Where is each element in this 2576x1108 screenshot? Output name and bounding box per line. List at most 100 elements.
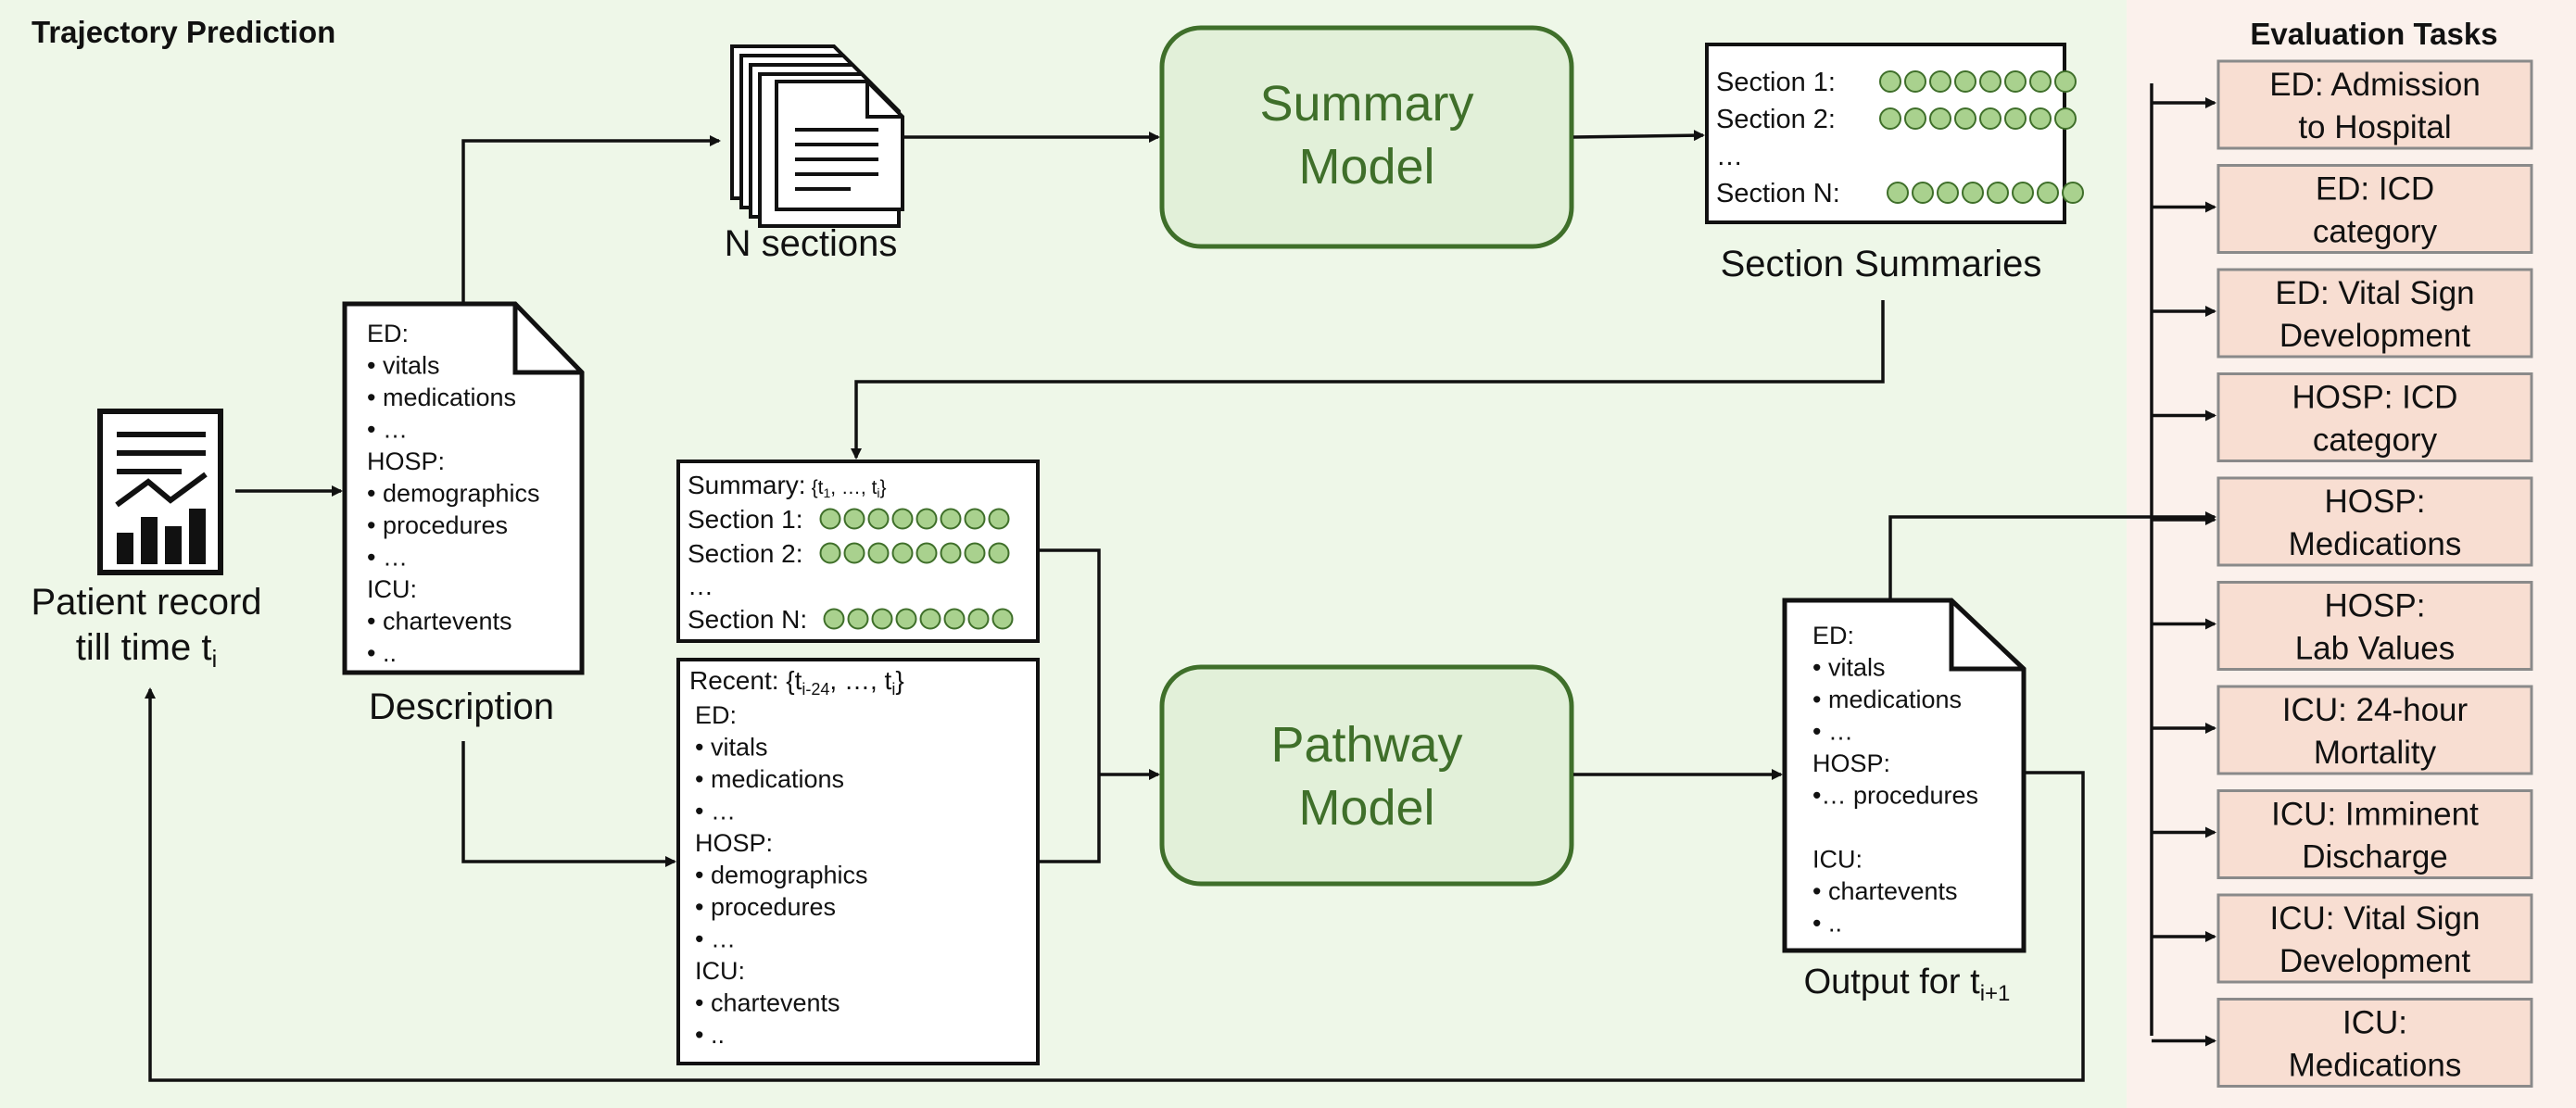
recent-box-title: Recent: {ti-24, …, ti} xyxy=(689,666,904,699)
description-line: ICU: xyxy=(367,575,417,603)
evaluation-task-box xyxy=(2216,893,2533,984)
summary-dot xyxy=(819,508,841,530)
recent-box-line: ED: xyxy=(695,701,737,729)
evaluation-task-label: Medications xyxy=(2289,526,2462,562)
patient-record-label-line2: till time ti xyxy=(76,627,217,673)
evaluation-task-box xyxy=(2216,476,2533,567)
recent-box-line: • chartevents xyxy=(695,989,840,1017)
summary-dot xyxy=(940,542,962,564)
recent-box-line: • .. xyxy=(695,1021,725,1049)
evaluation-task-label: HOSP: ICD xyxy=(2292,380,2458,416)
summary-dot xyxy=(2037,182,2059,204)
evaluation-task-label: category xyxy=(2313,422,2438,459)
section-summaries-rowN-label: Section N: xyxy=(1716,179,1840,208)
evaluation-task-label: ED: Admission xyxy=(2269,67,2481,103)
summary-dot xyxy=(1904,70,1926,93)
recent-box-line: • procedures xyxy=(695,893,836,921)
summary-dot xyxy=(1937,182,1959,204)
summary-box-dots xyxy=(819,508,1014,630)
summary-dot xyxy=(843,542,865,564)
summary-dot xyxy=(988,508,1010,530)
summary-dot xyxy=(891,508,914,530)
summary-dot xyxy=(991,608,1014,630)
summary-dot xyxy=(847,608,869,630)
evaluation-task-label: Discharge xyxy=(2302,839,2448,875)
output-line: •… procedures xyxy=(1812,782,1978,810)
pathway-model-box xyxy=(1159,664,1574,887)
summary-dot xyxy=(2062,182,2084,204)
recent-box-line: HOSP: xyxy=(695,829,773,857)
summary-box-row2-label: Section 2: xyxy=(688,539,803,568)
summary-dot xyxy=(988,542,1010,564)
evaluation-task-label: Lab Values xyxy=(2295,631,2456,667)
evaluation-task-box xyxy=(2216,998,2533,1088)
evaluation-task-box xyxy=(2216,581,2533,671)
summary-dot xyxy=(823,608,845,630)
summary-dot xyxy=(1887,182,1909,204)
evaluation-task-label: ICU: Vital Sign xyxy=(2270,900,2481,937)
summary-dot xyxy=(1954,107,1976,130)
summary-dot xyxy=(1929,107,1951,130)
output-line: ICU: xyxy=(1812,846,1863,874)
summary-dot xyxy=(891,542,914,564)
evaluation-task-label: ED: ICD xyxy=(2316,171,2434,208)
summary-dot xyxy=(895,608,917,630)
summary-model-box xyxy=(1159,25,1574,249)
description-content: ED:• vitals• medications• …HOSP:• demogr… xyxy=(367,320,540,667)
evaluation-task-label: category xyxy=(2313,214,2438,250)
output-label: Output for ti+1 xyxy=(1804,963,2011,1006)
summary-dot xyxy=(867,542,890,564)
output-line: HOSP: xyxy=(1812,749,1890,777)
description-line: ED: xyxy=(367,320,409,347)
summary-dot xyxy=(1912,182,1934,204)
trajectory-panel-title: Trajectory Prediction xyxy=(32,15,335,49)
summary-dot xyxy=(1962,182,1984,204)
description-line: • demographics xyxy=(367,480,540,508)
summary-dot xyxy=(1979,70,2001,93)
output-line: ED: xyxy=(1812,622,1854,649)
n-sections-label: N sections xyxy=(725,223,898,264)
summary-box-ellipsis: … xyxy=(688,572,713,600)
summary-dot xyxy=(2054,107,2077,130)
description-label: Description xyxy=(369,686,554,727)
arrow-output-to-tasks xyxy=(1888,511,2216,598)
summary-dot xyxy=(2029,107,2052,130)
report-chart-icon xyxy=(97,409,223,575)
connectors xyxy=(145,83,2216,1082)
summary-dot xyxy=(2029,70,2052,93)
output-line: • .. xyxy=(1812,910,1842,938)
evaluation-task-box xyxy=(2216,372,2533,462)
recent-box-line: • demographics xyxy=(695,862,868,889)
arrow-summary-model-to-summaries xyxy=(1572,130,1705,142)
description-document-icon xyxy=(342,301,585,675)
summary-model-label-line1: Summary xyxy=(1259,76,1473,132)
output-line: • … xyxy=(1812,718,1853,746)
description-line: • .. xyxy=(367,639,397,667)
summary-dot xyxy=(943,608,966,630)
summary-dot xyxy=(819,542,841,564)
evaluation-task-box xyxy=(2216,59,2533,150)
summary-model-label-line2: Model xyxy=(1298,139,1434,195)
summary-box-row1-label: Section 1: xyxy=(688,505,803,534)
evaluation-task-box xyxy=(2216,164,2533,254)
arrow-description-to-recent-box xyxy=(461,741,676,867)
summary-dot xyxy=(1879,70,1901,93)
arrow-description-to-sections xyxy=(461,135,721,302)
recent-box-line: • medications xyxy=(695,765,844,793)
evaluation-panel-title: Evaluation Tasks xyxy=(2250,17,2497,51)
section-summaries-dots xyxy=(1879,70,2084,204)
recent-box-line: • … xyxy=(695,798,736,825)
patient-record-label-line1: Patient record xyxy=(31,582,261,623)
section-summaries-row1-label: Section 1: xyxy=(1716,68,1836,97)
summary-dot xyxy=(2012,182,2034,204)
pathway-model-label-line2: Model xyxy=(1298,780,1434,836)
task-arrows xyxy=(2152,97,2216,1047)
summary-dot xyxy=(843,508,865,530)
summary-dot xyxy=(1929,70,1951,93)
evaluation-task-label: HOSP: xyxy=(2325,588,2426,624)
arrow-summaries-to-summary-box xyxy=(851,300,1885,460)
output-line: • medications xyxy=(1812,686,1962,713)
